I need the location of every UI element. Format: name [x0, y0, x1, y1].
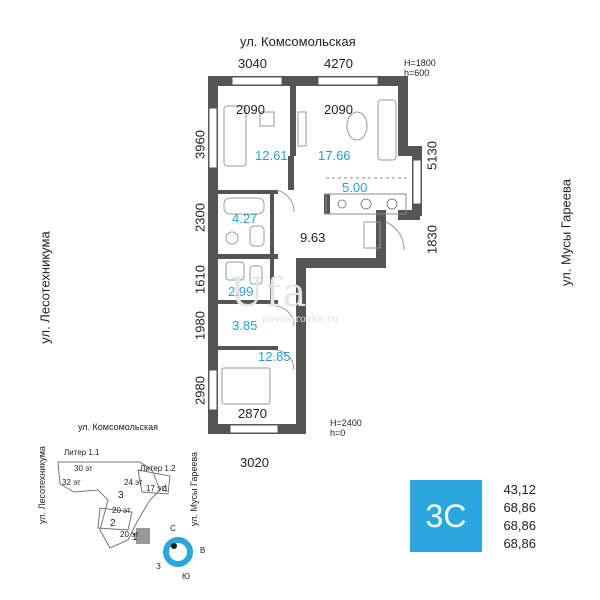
minimap-section-1: 1: [132, 532, 138, 543]
compass-e: В: [200, 546, 206, 555]
minimap-floors-17: 17 эт: [146, 484, 165, 493]
area-living-value: 43,12: [503, 482, 536, 497]
dim-top-right: 4270: [324, 56, 353, 71]
watermark-sub: novostroyka.ru: [262, 314, 339, 325]
minimap-floors-20b: 20 эт: [120, 530, 139, 539]
minimap-floors-20: 20 эт: [112, 506, 131, 515]
minimap-liter-1-2: Литер 1.2: [140, 464, 176, 473]
dim-bottom: 3020: [240, 455, 269, 470]
minimap-section-3: 3: [118, 490, 124, 501]
minimap-floors-32: 32 эт: [62, 478, 81, 487]
apartment-type-badge: 3С: [410, 480, 482, 552]
area-kitchen: 5.00: [342, 180, 368, 195]
minimap-street-top: ул. Комсомольская: [78, 422, 159, 432]
compass-w: З: [156, 562, 161, 571]
minimap-section-2: 2: [110, 518, 116, 529]
area-bath: 4.27: [232, 211, 258, 226]
dim-inner-right: 2090: [324, 102, 353, 117]
minimap-street-right: ул. Мусы Гареева: [189, 451, 199, 527]
area-wc: 2.99: [228, 284, 254, 299]
area-hall: 9.63: [300, 230, 326, 245]
area-bedroom-left: 12.61: [255, 148, 288, 163]
watermark: Ufa: [230, 270, 309, 316]
area-total-2-value: 68,86: [503, 518, 536, 533]
compass-icon: [163, 537, 193, 567]
dim-bottom-inner: 2870: [238, 406, 267, 421]
dim-inner-left: 2090: [236, 102, 265, 117]
area-storage: 3.85: [232, 318, 258, 333]
area-total-3-value: 68,86: [503, 536, 536, 551]
area-total-value: 68,86: [503, 500, 536, 515]
minimap-floors-24: 24 эт: [124, 478, 143, 487]
minimap-street-left: ул. Лесотехникума: [37, 446, 47, 524]
minimap-floors-30: 30 эт: [74, 464, 93, 473]
compass-s: Ю: [182, 572, 191, 581]
dim-top-left: 3040: [238, 56, 267, 71]
compass-n: С: [170, 524, 176, 533]
furniture: [221, 99, 405, 405]
area-living: 17.66: [318, 148, 351, 163]
minimap-section-4: 4: [162, 484, 168, 495]
street-top: ул. Комсомольская: [240, 34, 356, 49]
area-bedroom-bottom: 12.85: [258, 349, 291, 364]
apartment-areas-list: 43,12 68,86 68,86 68,86: [492, 481, 536, 553]
minimap-liter-1-1: Литер 1.1: [64, 448, 100, 457]
windows: [208, 76, 422, 434]
